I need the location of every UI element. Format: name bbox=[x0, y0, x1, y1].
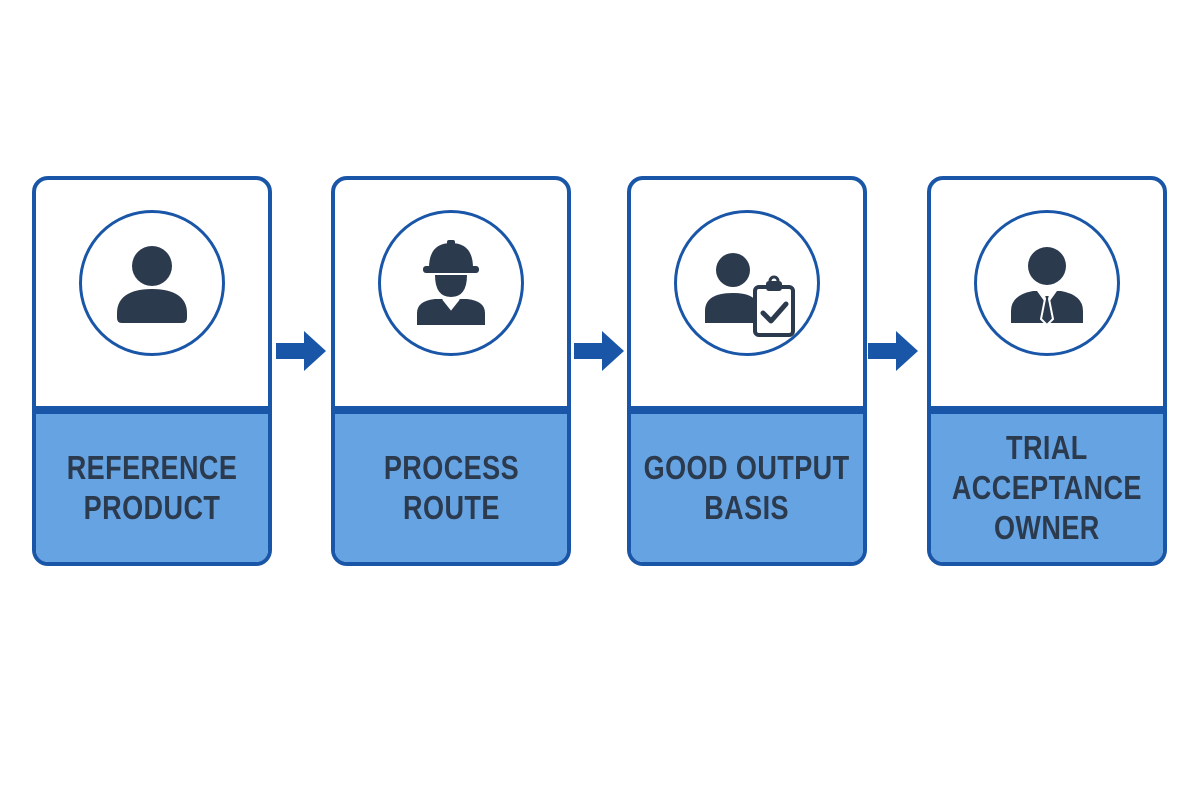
step-label: TRIAL ACCEPTANCE OWNER bbox=[952, 428, 1142, 548]
step-icon-area bbox=[335, 180, 567, 406]
step-label: REFERENCE PRODUCT bbox=[67, 448, 238, 528]
step-label: GOOD OUTPUT BASIS bbox=[644, 448, 850, 528]
step-label-area: GOOD OUTPUT BASIS bbox=[631, 414, 863, 562]
step-card-4: TRIAL ACCEPTANCE OWNER bbox=[927, 176, 1167, 566]
step-icon-area bbox=[36, 180, 268, 406]
card-divider bbox=[335, 406, 567, 414]
card-divider bbox=[931, 406, 1163, 414]
label-line: BASIS bbox=[704, 489, 790, 526]
icon-circle bbox=[79, 210, 225, 356]
label-line: REFERENCE bbox=[66, 449, 238, 486]
step-label-area: TRIAL ACCEPTANCE OWNER bbox=[931, 414, 1163, 562]
flow-arrow-1 bbox=[276, 331, 326, 371]
step-card-2: PROCESS ROUTE bbox=[331, 176, 571, 566]
flow-arrow-3 bbox=[868, 331, 918, 371]
label-line: PRODUCT bbox=[83, 489, 221, 526]
person-clipboard-check-icon bbox=[705, 253, 795, 337]
label-line: ROUTE bbox=[402, 489, 500, 526]
icon-circle bbox=[974, 210, 1120, 356]
label-line: GOOD OUTPUT bbox=[644, 449, 850, 486]
icon-circle bbox=[674, 210, 820, 356]
step-label: PROCESS ROUTE bbox=[383, 448, 518, 528]
businessman-tie-icon bbox=[1011, 247, 1083, 327]
step-icon-area bbox=[931, 180, 1163, 406]
card-divider bbox=[36, 406, 268, 414]
step-label-area: REFERENCE PRODUCT bbox=[36, 414, 268, 562]
flow-arrow-2 bbox=[574, 331, 624, 371]
person-icon bbox=[117, 246, 187, 323]
worker-hardhat-icon bbox=[417, 240, 485, 325]
label-line: PROCESS bbox=[383, 449, 519, 486]
step-card-1: REFERENCE PRODUCT bbox=[32, 176, 272, 566]
step-card-3: GOOD OUTPUT BASIS bbox=[627, 176, 867, 566]
step-icon-area bbox=[631, 180, 863, 406]
icon-circle bbox=[378, 210, 524, 356]
label-line: TRIAL bbox=[1006, 429, 1088, 466]
step-label-area: PROCESS ROUTE bbox=[335, 414, 567, 562]
label-line: ACCEPTANCE bbox=[951, 469, 1143, 506]
label-line: OWNER bbox=[994, 509, 1100, 546]
card-divider bbox=[631, 406, 863, 414]
